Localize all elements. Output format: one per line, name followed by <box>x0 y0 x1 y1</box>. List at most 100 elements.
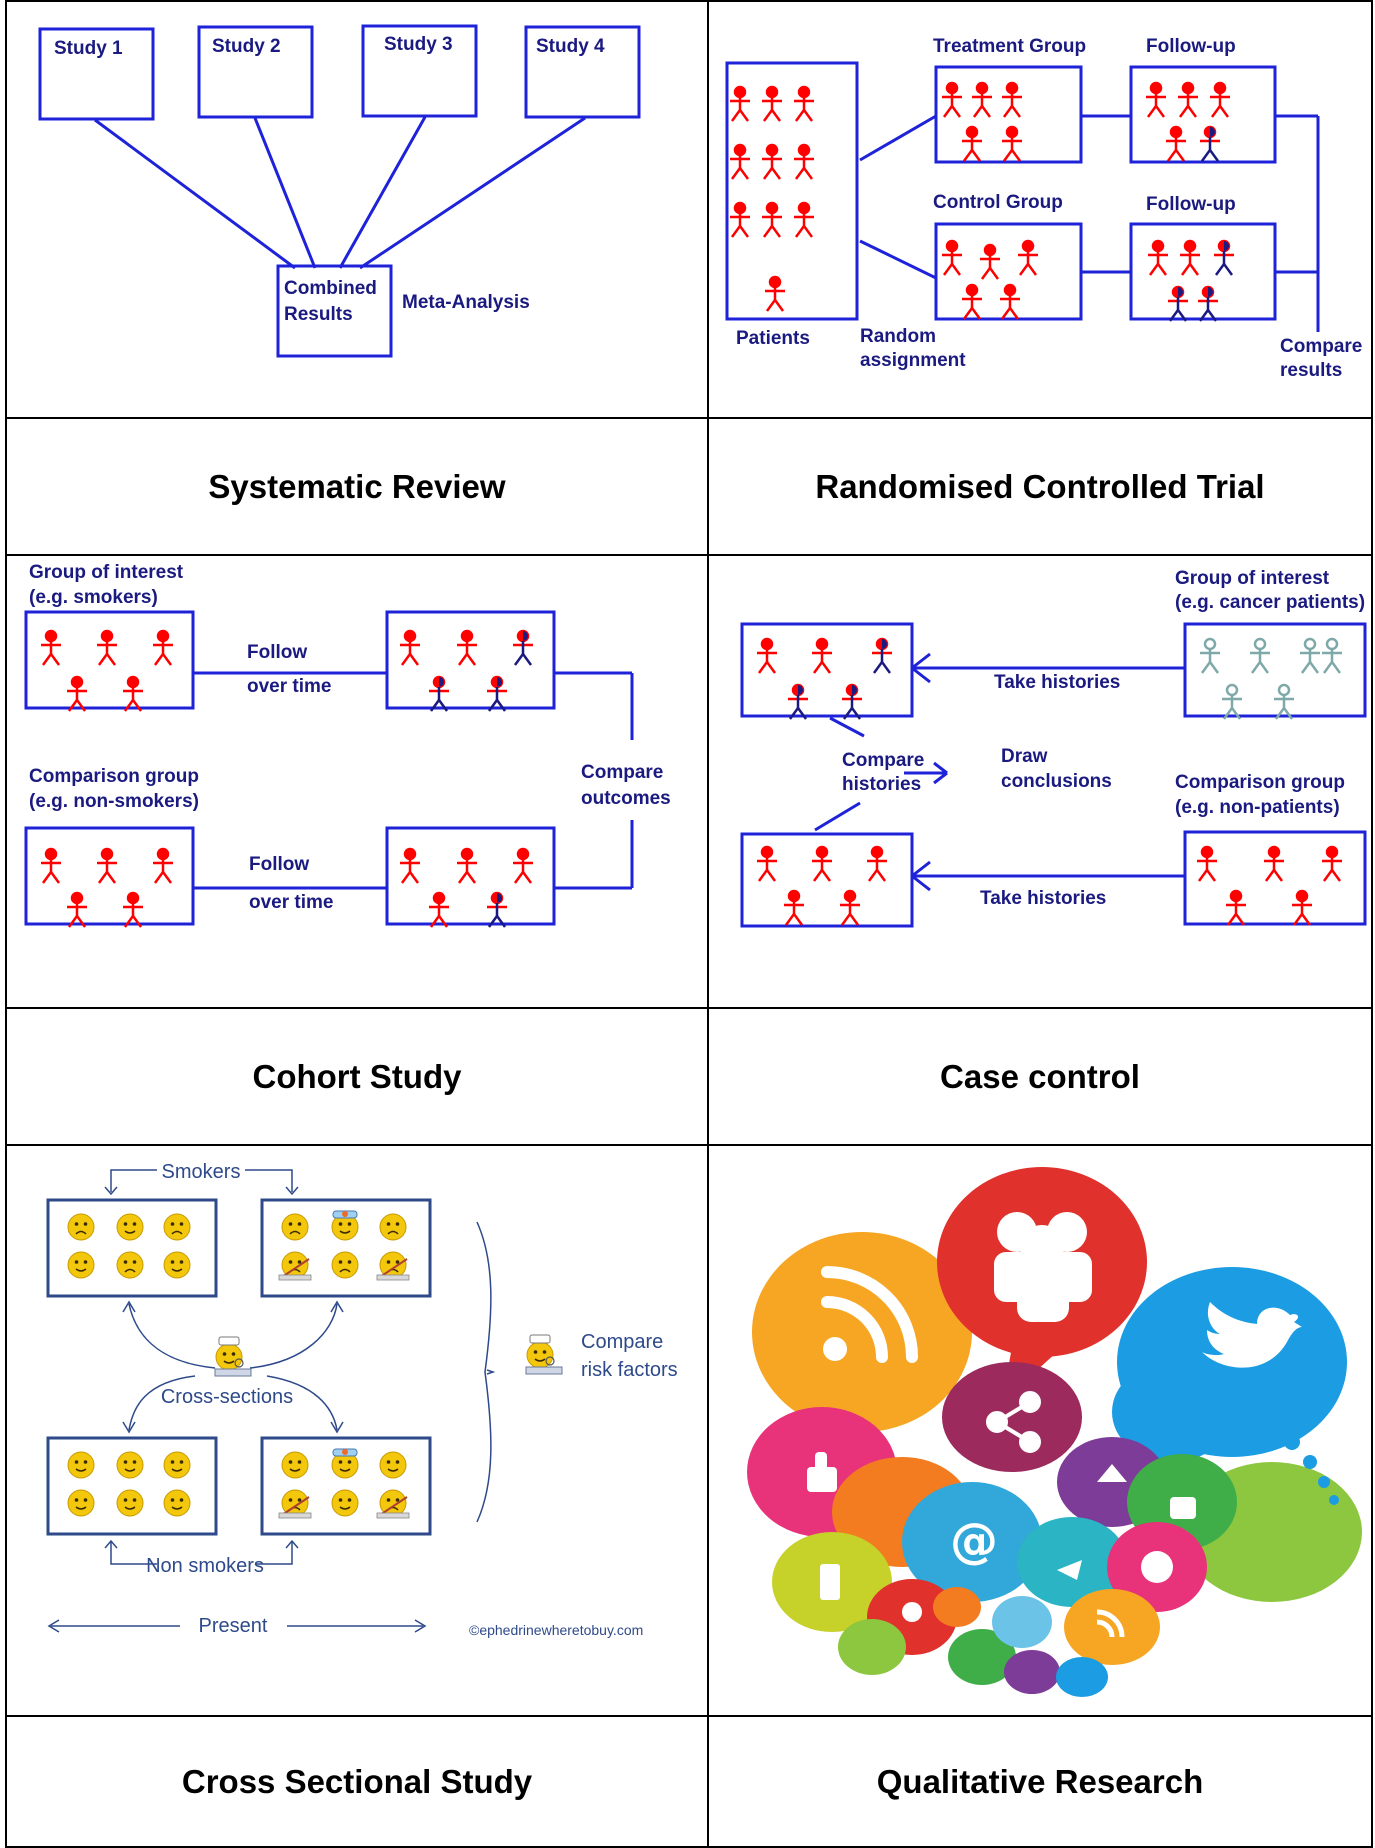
face-emoji-icon <box>278 1489 312 1519</box>
person-figure <box>487 891 507 928</box>
person-figure <box>1198 285 1218 322</box>
person-figure <box>429 891 449 928</box>
doctor-emoji-icon <box>525 1334 563 1375</box>
comparison-box <box>1183 830 1367 926</box>
person-figure <box>1197 845 1217 882</box>
over-time-label-1: over time <box>247 676 331 697</box>
cases-box <box>740 622 914 718</box>
person-figure <box>1322 637 1342 674</box>
person-figure <box>1300 637 1320 674</box>
follow-label-2: Follow <box>249 854 309 875</box>
study-4-label: Study 4 <box>536 36 605 57</box>
cross-sections-label: Cross-sections <box>161 1386 293 1408</box>
person-figure <box>867 845 887 882</box>
person-figure <box>1200 125 1220 162</box>
qualitative-research-illustration: @ <box>712 1152 1372 1707</box>
comparison-example-label: (e.g. non-patients) <box>1175 797 1340 818</box>
email-bubble-icon: @ <box>902 1482 1042 1602</box>
person-figure <box>962 283 982 320</box>
person-figure <box>1322 845 1342 882</box>
interest-example-label: (e.g. cancer patients) <box>1175 592 1365 613</box>
caption-cross-sectional-study: Cross Sectional Study <box>181 1762 533 1800</box>
person-figure <box>457 847 477 884</box>
cyan-bubble <box>1017 1517 1127 1607</box>
face-emoji-icon <box>376 1251 410 1281</box>
face-emoji-icon <box>331 1210 359 1241</box>
patients-box <box>725 61 859 321</box>
controls-box <box>740 832 914 928</box>
person-figure <box>765 275 785 312</box>
svg-text:@: @ <box>950 1513 998 1569</box>
study-3-label: Study 3 <box>384 34 453 55</box>
comparison-start-box <box>24 826 195 926</box>
face-emoji-icon <box>116 1213 144 1241</box>
person-figure <box>1274 683 1294 720</box>
person-figure <box>1002 81 1022 118</box>
non-smokers-label: Non smokers <box>146 1555 264 1577</box>
follow-label-1: Follow <box>247 642 307 663</box>
person-figure <box>757 637 777 674</box>
interest-label: Group of interest <box>29 562 184 583</box>
face-emoji-icon <box>163 1451 191 1479</box>
smokers-right-box <box>260 1198 432 1298</box>
comparison-example-label: (e.g. non-smokers) <box>29 791 199 812</box>
person-figure <box>153 847 173 884</box>
conclusions-label: conclusions <box>1001 771 1112 792</box>
case-control-diagram: Group of interest (e.g. cancer patients)… <box>712 560 1374 1000</box>
take-histories-label-1: Take histories <box>994 672 1120 693</box>
person-figure <box>1264 845 1284 882</box>
followup-1-box <box>1129 65 1277 164</box>
face-emoji-icon <box>67 1251 95 1279</box>
person-figure <box>123 675 143 712</box>
interest-end-box <box>385 610 556 710</box>
person-figure <box>67 891 87 928</box>
interest-label: Group of interest <box>1175 568 1330 589</box>
caption-randomised-controlled-trial: Randomised Controlled Trial <box>815 467 1265 505</box>
systematic-review-diagram: Study 1 Study 2 Study 3 Study 4 Combined… <box>30 20 690 400</box>
person-figure <box>812 637 832 674</box>
smokers-label: Smokers <box>162 1161 241 1183</box>
followup-2-label: Follow-up <box>1146 194 1236 215</box>
face-emoji-icon <box>331 1251 359 1279</box>
rss-lower-bubble-icon <box>1064 1589 1160 1665</box>
person-figure <box>41 847 61 884</box>
share-bubble-icon <box>942 1362 1082 1472</box>
face-emoji-icon <box>163 1489 191 1517</box>
person-figure <box>429 675 449 712</box>
person-figure <box>457 629 477 666</box>
person-figure <box>788 683 808 720</box>
face-emoji-icon <box>67 1213 95 1241</box>
study-1-box <box>38 27 155 121</box>
person-figure <box>1214 239 1234 276</box>
compare-label: Compare <box>581 762 663 783</box>
person-figure <box>812 845 832 882</box>
face-emoji-icon <box>116 1251 144 1279</box>
person-figure <box>1226 889 1246 926</box>
person-figure <box>842 683 862 720</box>
caption-cohort-study: Cohort Study <box>252 1057 462 1095</box>
face-emoji-icon <box>379 1213 407 1241</box>
risk-factors-label: risk factors <box>581 1359 678 1381</box>
draw-label: Draw <box>1001 746 1048 767</box>
person-figure <box>962 125 982 162</box>
person-figure <box>784 889 804 926</box>
caption-systematic-review: Systematic Review <box>208 467 506 505</box>
person-figure <box>762 85 782 122</box>
present-label: Present <box>199 1615 268 1637</box>
face-emoji-icon <box>163 1251 191 1279</box>
person-figure <box>840 889 860 926</box>
cross-sectional-diagram: Smokers Cross-sections Non smokers Prese… <box>15 1152 705 1707</box>
non-smokers-right-box <box>260 1436 432 1536</box>
person-figure <box>487 675 507 712</box>
yellow-green-bubble <box>772 1532 892 1632</box>
face-emoji-icon <box>281 1451 309 1479</box>
compare-label: Compare <box>581 1331 663 1353</box>
combined-label: Combined <box>284 278 377 299</box>
person-figure <box>67 675 87 712</box>
rct-diagram: Treatment Group Control Group Follow-up … <box>720 20 1368 400</box>
person-figure <box>1166 125 1186 162</box>
comparison-label: Comparison group <box>29 766 199 787</box>
person-figure <box>1146 81 1166 118</box>
study-4-box <box>524 25 641 119</box>
